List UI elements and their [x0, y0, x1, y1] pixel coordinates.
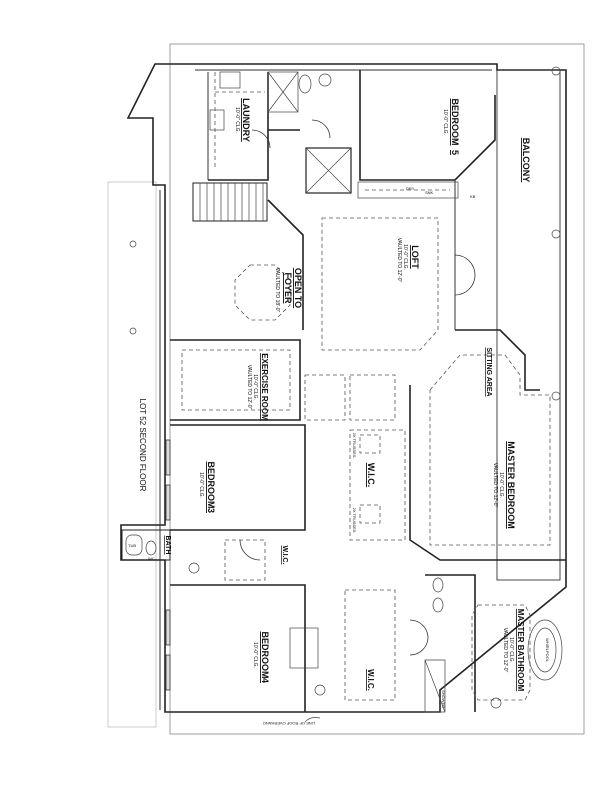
bedroom3-walls [170, 424, 306, 531]
loft-dim2: VAULTED TO 12'-0" [396, 238, 402, 283]
exercise-dim: 10'-0" CLG. [252, 374, 258, 400]
door-swing [311, 119, 331, 139]
wic-bed4-label: W.I.C. [366, 669, 375, 691]
column-icon [129, 327, 137, 335]
bedroom3-label: BEDROOM [206, 462, 216, 509]
sitting-area-label: SITTING AREA [485, 347, 492, 396]
dryer-label: DRY [406, 186, 415, 191]
inner-wall-line [159, 69, 492, 710]
bedroom5-number: 5 [450, 150, 460, 155]
master-bedroom-ceiling [429, 354, 551, 546]
bedroom4-label: BEDROOM [260, 632, 270, 679]
master-bath-walls [425, 574, 476, 712]
master-bedroom-dim2: VAULTED TO 12'-0" [492, 463, 498, 508]
bath-label: BATH [164, 536, 171, 555]
french-door [454, 254, 476, 296]
toilet-icon [432, 597, 444, 613]
sink-icon [219, 71, 241, 89]
shower-label: SHOWER [441, 690, 446, 708]
staircase [192, 182, 268, 222]
title-frame [107, 181, 157, 728]
toilet-icon [145, 540, 157, 556]
bedroom5-dim: 10'-0" CLG. [442, 109, 448, 135]
foyer-label: FOYER [283, 272, 293, 304]
master-bath-ceiling [471, 604, 531, 701]
truss-note: 2X TRUSSES [352, 433, 357, 458]
dryer-icon [209, 109, 225, 131]
loft-ceiling-outline [321, 217, 439, 351]
master-bath-dim2: VAULTED TO 12'-0" [502, 628, 508, 673]
bedroom3-number: 3 [206, 508, 216, 513]
wic-master-label: W.I.C. [366, 463, 376, 488]
column-icon [129, 240, 137, 248]
window [165, 654, 171, 691]
wic-bed4-outline [344, 589, 396, 701]
loft-dim: 10'-0" CLG. [402, 244, 408, 270]
door-swing [409, 619, 429, 656]
lavatory-icon [318, 73, 332, 87]
bedroom4-walls [170, 584, 306, 712]
sink-label: SNK [425, 190, 434, 195]
lavatory-icon [490, 697, 502, 709]
elevator-shaft [305, 147, 352, 194]
toilet-icon [298, 74, 312, 94]
window [165, 484, 171, 521]
column-icon [551, 229, 561, 239]
bedroom4-dim: 10'-0" CLG. [252, 642, 258, 668]
sheet-title: LOT 52 SECOND FLOOR [138, 399, 147, 492]
laundry-dim: 10'-0" CLG. [234, 107, 240, 133]
window [165, 609, 171, 646]
door-swing [239, 539, 261, 561]
counter [357, 181, 459, 199]
bedroom3-dim: 10'-0" CLG. [198, 472, 204, 498]
whirlpool-tub-icon [527, 619, 563, 681]
stair-wall [267, 199, 304, 330]
truss-note: 2X TRUSSES [352, 508, 357, 533]
balcony-outline [496, 69, 561, 581]
balcony-label: BALCONY [521, 138, 531, 183]
wic-bed3-label: W.I.C. [281, 545, 288, 564]
tub-icon [125, 534, 143, 556]
master-bedroom-dim: 10'-0" CLG. [498, 472, 504, 498]
open-to-foyer-label: OPEN TO [293, 268, 303, 308]
wic-master-outline [349, 429, 406, 541]
exercise-room-walls [170, 339, 301, 421]
lavatory-icon [188, 562, 200, 574]
master-bedroom-walls [409, 385, 566, 561]
tub-label: TUB [128, 543, 136, 548]
bedroom5-walls [359, 70, 496, 181]
shower-icon [267, 71, 299, 113]
exercise-room-label: EXERCISE ROOM [260, 353, 269, 421]
exterior-wall [120, 63, 567, 713]
toilet-icon [432, 577, 444, 593]
column-icon [551, 66, 561, 76]
door-swing [251, 129, 271, 149]
master-bedroom-label: MASTER BEDROOM [506, 441, 516, 529]
open-to-foyer-outline [234, 264, 291, 321]
loft-label: LOFT [410, 245, 420, 269]
bedroom4-number: 4 [260, 678, 270, 683]
roof-overhang-note: LINE OF ROOF OVERHANG [263, 721, 315, 726]
leader-line [304, 717, 321, 723]
wc-label: WC [148, 556, 155, 561]
foyer-dim: VAULTED TO 18'-0" [274, 268, 280, 313]
bedroom5-label: BEDROOM [450, 99, 460, 146]
tub-icon [289, 627, 319, 669]
window [165, 439, 171, 476]
bath-room [121, 529, 171, 561]
sitting-area-wall [455, 329, 540, 391]
laundry-label: LAUNDRY [241, 98, 251, 142]
wic-bed3-outline [224, 539, 266, 581]
master-bath-dim: 10'-0" CLG. [508, 637, 514, 663]
kb-label: KB [470, 194, 476, 199]
shower-icon [424, 659, 446, 713]
master-bathroom-label: MASTER BATHROOM [516, 609, 525, 692]
lavatory-icon [314, 684, 326, 696]
sheet-border [169, 43, 585, 735]
exercise-dim2: VAULTED TO 12'-0" [246, 365, 252, 410]
column-icon [551, 391, 561, 401]
whirlpool-label: WHIRLPOOL [545, 638, 550, 663]
